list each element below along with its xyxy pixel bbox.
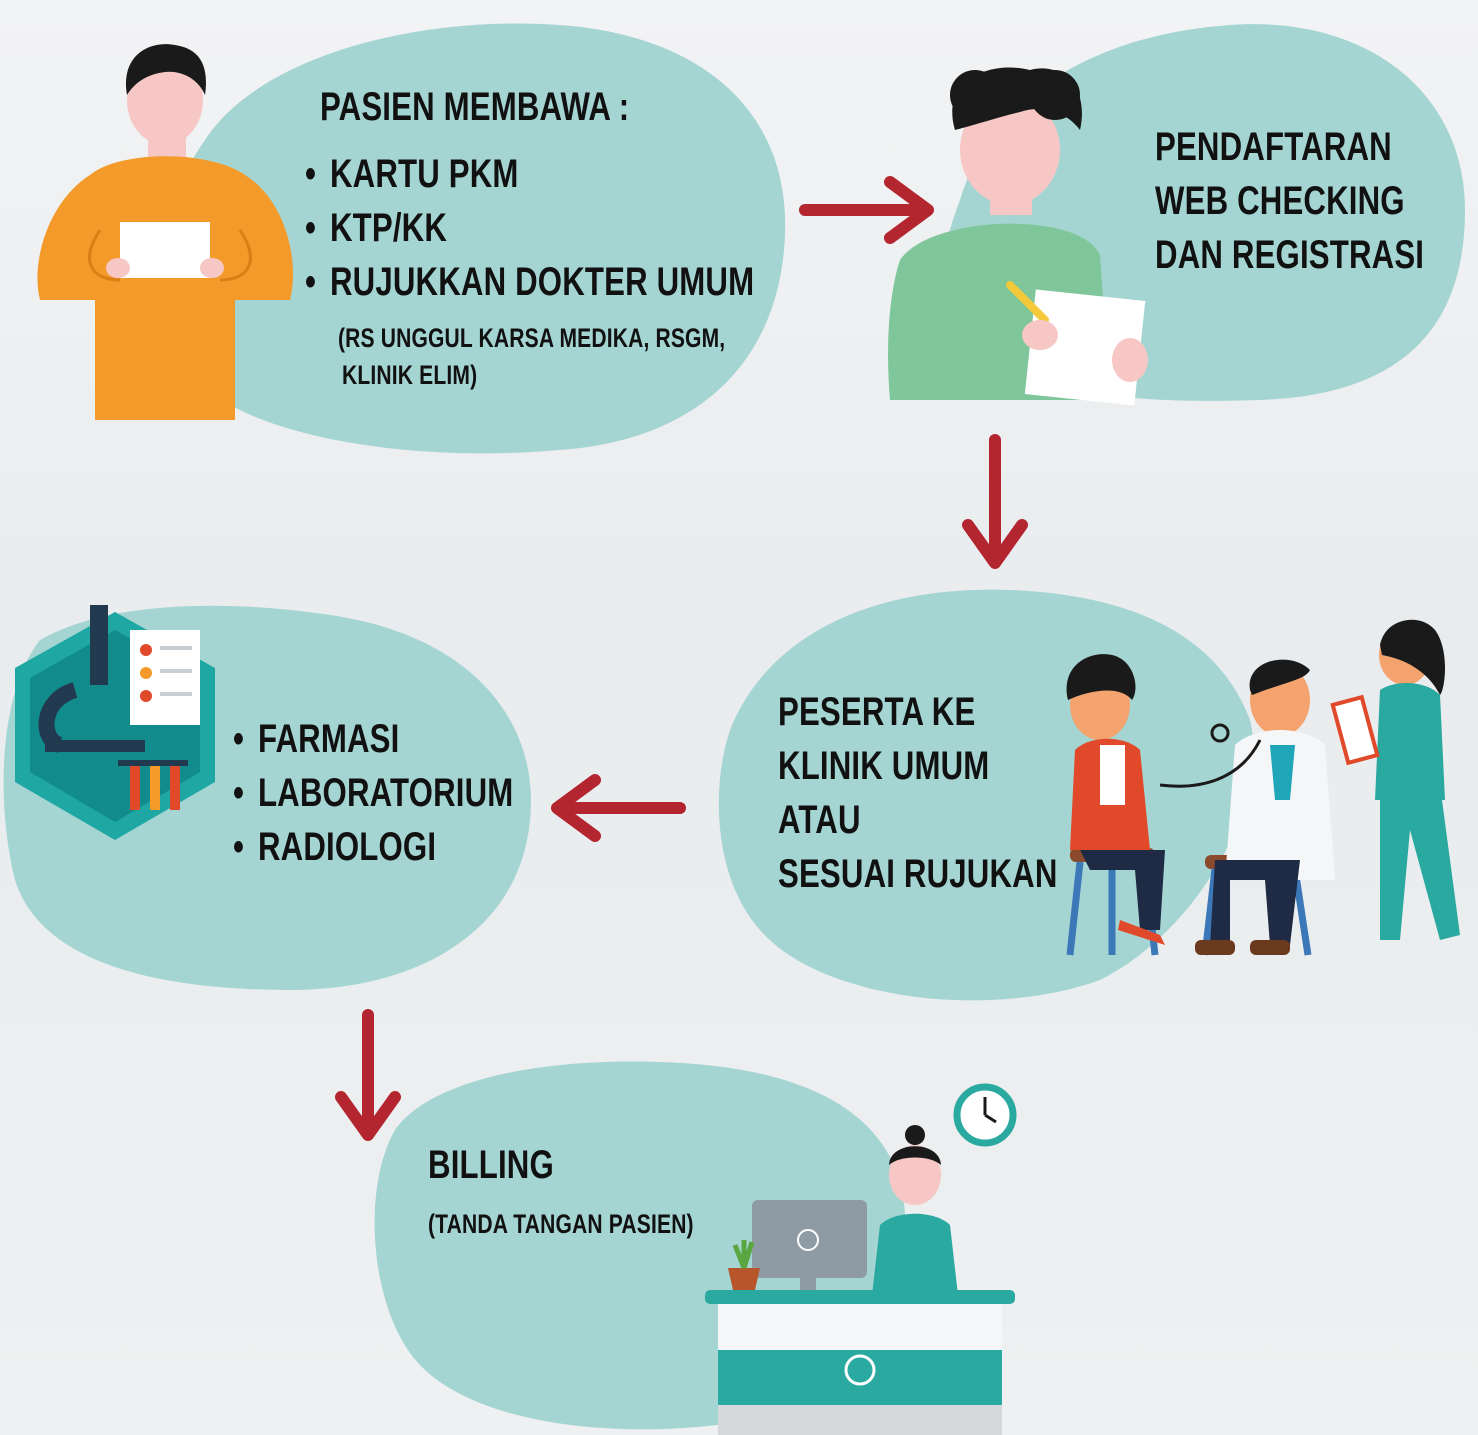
step5-heading: BILLING [428,1143,554,1187]
step1-item-kartu-pkm: KARTU PKM [305,147,754,201]
step3-line: SESUAI RUJUKAN [778,852,1058,896]
step4-item-laboratorium: LABORATORIUM [233,766,513,820]
step2-text: PENDAFTARAN WEB CHECKING DAN REGISTRASI [1155,120,1424,282]
step5-note: (TANDA TANGAN PASIEN) [428,1209,694,1239]
billing-illustration [705,1083,1017,1435]
step1-note-line1: (RS UNGGUL KARSA MEDIKA, RSGM, [338,323,726,353]
step2-line: DAN REGISTRASI [1155,233,1425,277]
step3-line: ATAU [778,798,861,842]
step1-item-ktp-kk: KTP/KK [305,201,754,255]
clinic-illustration [1066,619,1460,956]
step3-line: KLINIK UMUM [778,744,990,788]
laboratory-illustration [15,605,215,840]
step4-item-radiologi: RADIOLOGI [233,820,513,874]
step4-item-farmasi: FARMASI [233,712,513,766]
patient-illustration [37,44,293,420]
step3-text: PESERTA KE KLINIK UMUM ATAU SESUAI RUJUK… [778,685,1058,901]
arrow-left [551,774,686,842]
step2-line: WEB CHECKING [1155,179,1405,223]
arrow-down-1 [962,434,1028,569]
step1-items: KARTU PKM KTP/KK RUJUKKAN DOKTER UMUM [305,147,754,309]
step1-item-rujukkan: RUJUKKAN DOKTER UMUM [305,255,754,309]
step4-items: FARMASI LABORATORIUM RADIOLOGI [233,712,513,874]
arrow-down-2 [335,1009,401,1141]
registration-illustration [888,67,1148,406]
step1-heading: PASIEN MEMBAWA : [320,85,630,129]
step1-note-line2: KLINIK ELIM) [342,360,478,390]
arrow-right [799,176,934,244]
step2-line: PENDAFTARAN [1155,125,1392,169]
step3-line: PESERTA KE [778,690,976,734]
